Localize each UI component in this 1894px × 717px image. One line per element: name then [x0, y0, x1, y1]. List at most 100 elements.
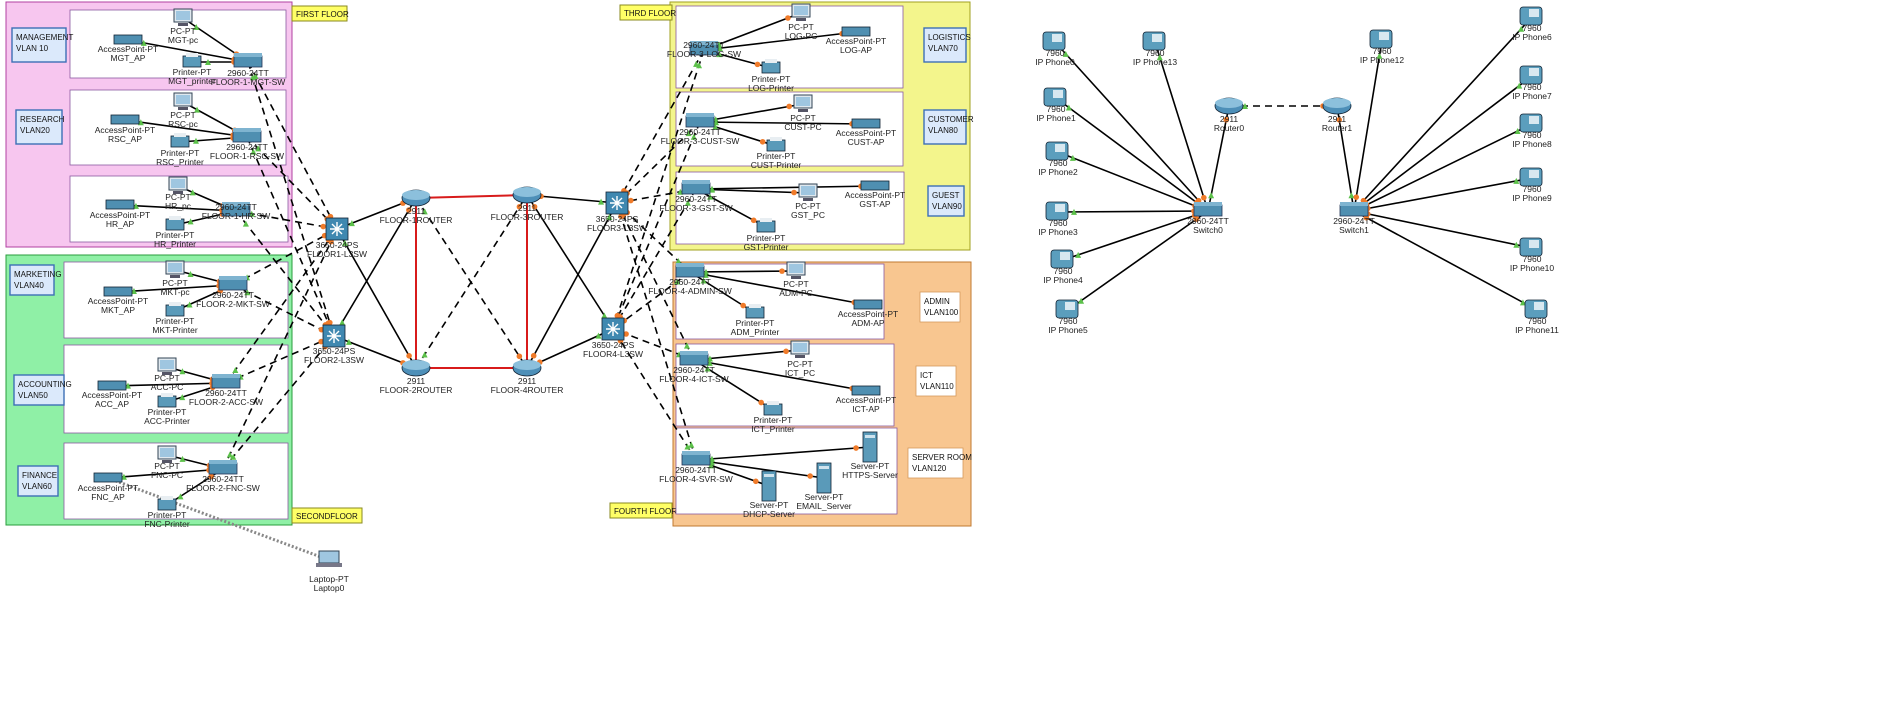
ipphone8-node[interactable]: [1519, 113, 1543, 133]
mgt-pc-node[interactable]: [173, 8, 193, 26]
fnc-printer-node[interactable]: [157, 496, 177, 511]
laptop-node[interactable]: [316, 550, 342, 567]
adm-printer-node[interactable]: [745, 304, 765, 319]
floor-label-first: FIRST FLOOR: [296, 10, 349, 19]
ipphone13-node[interactable]: [1142, 31, 1166, 51]
fnc-sw-node[interactable]: [208, 460, 238, 475]
gst-sw-node[interactable]: [681, 180, 711, 195]
acc-printer-node[interactable]: [157, 393, 177, 408]
ict-pc-node[interactable]: [790, 340, 810, 358]
cust-ap-node[interactable]: [851, 118, 881, 129]
link-status-arrow: [1518, 25, 1525, 32]
hr-printer-node[interactable]: [165, 216, 185, 231]
acc-sw-node[interactable]: [211, 374, 241, 389]
ip-phone-screen: [1052, 34, 1062, 42]
ipphone7-node[interactable]: [1519, 65, 1543, 85]
switch1-node[interactable]: [1339, 202, 1369, 217]
cust-printer-type-label: Printer-PT: [757, 151, 796, 161]
f1l3-node[interactable]: [325, 217, 349, 241]
mkt-pc-node[interactable]: [165, 260, 185, 278]
adm-ap-node[interactable]: [853, 299, 883, 310]
gst-ap-node[interactable]: [860, 180, 890, 191]
email-node[interactable]: [816, 462, 832, 494]
printer-icon: [165, 218, 185, 231]
rsc-sw-node[interactable]: [232, 128, 262, 143]
link-status-arrow: [1514, 128, 1521, 135]
cust-printer-node[interactable]: [766, 137, 786, 152]
mgt-sw-node[interactable]: [233, 53, 263, 68]
ict-ap-node[interactable]: [851, 385, 881, 396]
pc-screen: [168, 263, 182, 272]
switch-top: [212, 374, 240, 378]
gst-pc-node[interactable]: [798, 183, 818, 201]
ict-printer-node[interactable]: [763, 401, 783, 416]
gst-printer-node[interactable]: [756, 218, 776, 233]
ipphone4-node[interactable]: [1050, 249, 1074, 269]
log-printer-node[interactable]: [761, 59, 781, 74]
link-status-arrow: [683, 342, 690, 349]
ipphone11-node[interactable]: [1524, 299, 1548, 319]
port-dot: [785, 15, 791, 21]
vlan-name-logistics: LOGISTICS: [928, 33, 971, 42]
hr-ap-node[interactable]: [105, 199, 135, 210]
acc-pc-node[interactable]: [157, 357, 177, 375]
https-node[interactable]: [862, 431, 878, 463]
ipphone9-node[interactable]: [1519, 167, 1543, 187]
rsc-ap-node[interactable]: [110, 114, 140, 125]
log-sw-node[interactable]: [689, 41, 719, 56]
cust-pc-node[interactable]: [793, 94, 813, 112]
mkt-printer-node[interactable]: [165, 302, 185, 317]
mkt-sw-node[interactable]: [218, 276, 248, 291]
rsc-pc-node[interactable]: [173, 92, 193, 110]
log-pc-type-label: PC-PT: [788, 22, 814, 32]
f2l3-node[interactable]: [322, 324, 346, 348]
dhcp-node[interactable]: [761, 470, 777, 502]
mgt-printer-node[interactable]: [182, 53, 202, 68]
f1r-node[interactable]: [401, 189, 431, 207]
mgt-ap-node[interactable]: [113, 34, 143, 45]
mkt-ap-node[interactable]: [103, 286, 133, 297]
acc-ap-node[interactable]: [97, 380, 127, 391]
f1l3-name-label: FLOOR1-L3SW: [307, 249, 367, 259]
ipphone0-type-label: 7960: [1046, 48, 1065, 58]
adm-sw-node[interactable]: [675, 263, 705, 278]
f4l3-node[interactable]: [601, 317, 625, 341]
fnc-ap-node[interactable]: [93, 472, 123, 483]
switch-top: [1194, 202, 1222, 206]
f4r-node[interactable]: [512, 359, 542, 377]
ipphone12-node[interactable]: [1369, 29, 1393, 49]
router1-node[interactable]: [1322, 97, 1352, 115]
f2r-node[interactable]: [401, 359, 431, 377]
rsc-printer-node[interactable]: [170, 133, 190, 148]
hr-pc-node[interactable]: [168, 176, 188, 194]
ipphone2-node[interactable]: [1045, 141, 1069, 161]
f1r-type-label: 2911: [407, 206, 426, 216]
f3r-node[interactable]: [512, 186, 542, 204]
adm-printer-type-label: Printer-PT: [736, 318, 775, 328]
printer-icon: [170, 135, 190, 148]
fnc-pc-node[interactable]: [157, 445, 177, 463]
adm-pc-node[interactable]: [786, 261, 806, 279]
svr-sw-node[interactable]: [681, 451, 711, 466]
ipphone5-node[interactable]: [1055, 299, 1079, 319]
cust-sw-node[interactable]: [685, 113, 715, 128]
ipphone0-node[interactable]: [1042, 31, 1066, 51]
switch0-node[interactable]: [1193, 202, 1223, 217]
ipphone6-type-label: 7960: [1523, 23, 1542, 33]
f3l3-node[interactable]: [605, 191, 629, 215]
ipphone10-node[interactable]: [1519, 237, 1543, 257]
router0-node[interactable]: [1214, 97, 1244, 115]
hr-sw-node[interactable]: [221, 202, 251, 217]
ict-sw-node[interactable]: [679, 351, 709, 366]
log-ap-node[interactable]: [841, 26, 871, 37]
vlan-box-guest: [927, 185, 965, 217]
acc-ap-type-label: AccessPoint-PT: [82, 390, 142, 400]
https-type-label: Server-PT: [851, 461, 890, 471]
ipphone3-node[interactable]: [1045, 201, 1069, 221]
printer-icon: [165, 304, 185, 317]
log-pc-node[interactable]: [791, 3, 811, 21]
fnc-pc-type-label: PC-PT: [154, 461, 180, 471]
link-status-arrow: [1376, 52, 1383, 59]
ipphone1-node[interactable]: [1043, 87, 1067, 107]
ipphone6-node[interactable]: [1519, 6, 1543, 26]
